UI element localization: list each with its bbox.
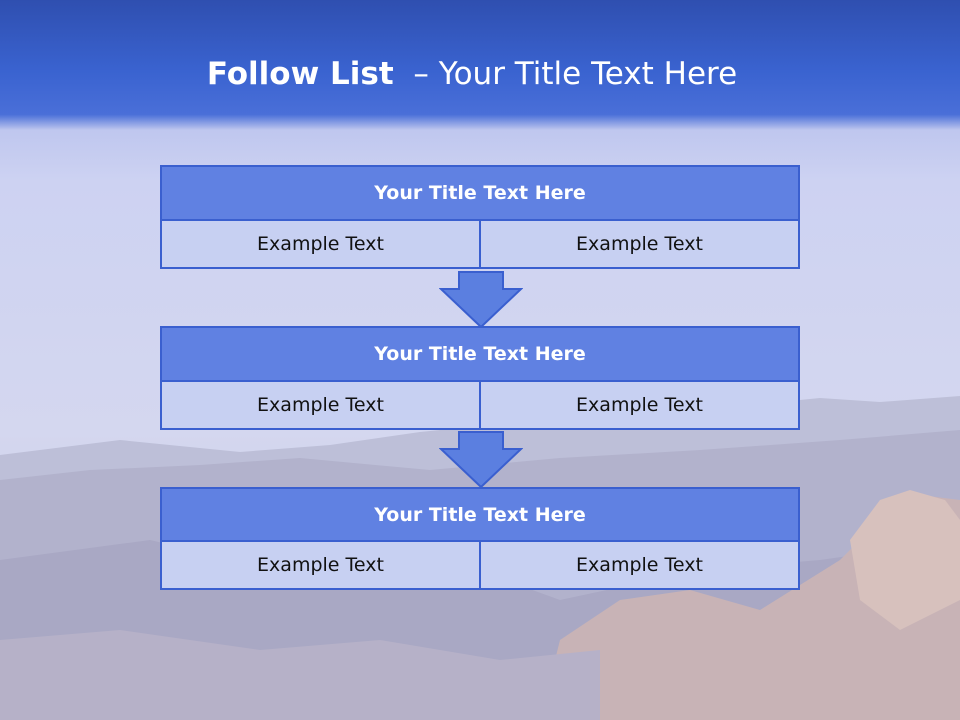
step-cell-left: Example Text [160, 380, 481, 430]
slide-title: Follow List – Your Title Text Here [0, 56, 944, 92]
step-title: Your Title Text Here [160, 165, 800, 221]
step-cell-right: Example Text [479, 380, 800, 430]
step-box-1: Your Title Text Here Example Text Exampl… [160, 165, 800, 269]
slide-title-bold: Follow List [206, 56, 394, 92]
step-cell-left: Example Text [160, 219, 481, 269]
step-title: Your Title Text Here [160, 326, 800, 382]
title-band [0, 0, 960, 130]
step-cell-right: Example Text [479, 540, 800, 590]
down-arrow-icon [439, 271, 523, 329]
step-title: Your Title Text Here [160, 487, 800, 542]
step-cell-left: Example Text [160, 540, 481, 590]
step-cell-right: Example Text [479, 219, 800, 269]
slide-title-rest: – Your Title Text Here [413, 56, 738, 92]
down-arrow-icon [439, 431, 523, 489]
step-box-2: Your Title Text Here Example Text Exampl… [160, 326, 800, 430]
step-box-3: Your Title Text Here Example Text Exampl… [160, 487, 800, 590]
